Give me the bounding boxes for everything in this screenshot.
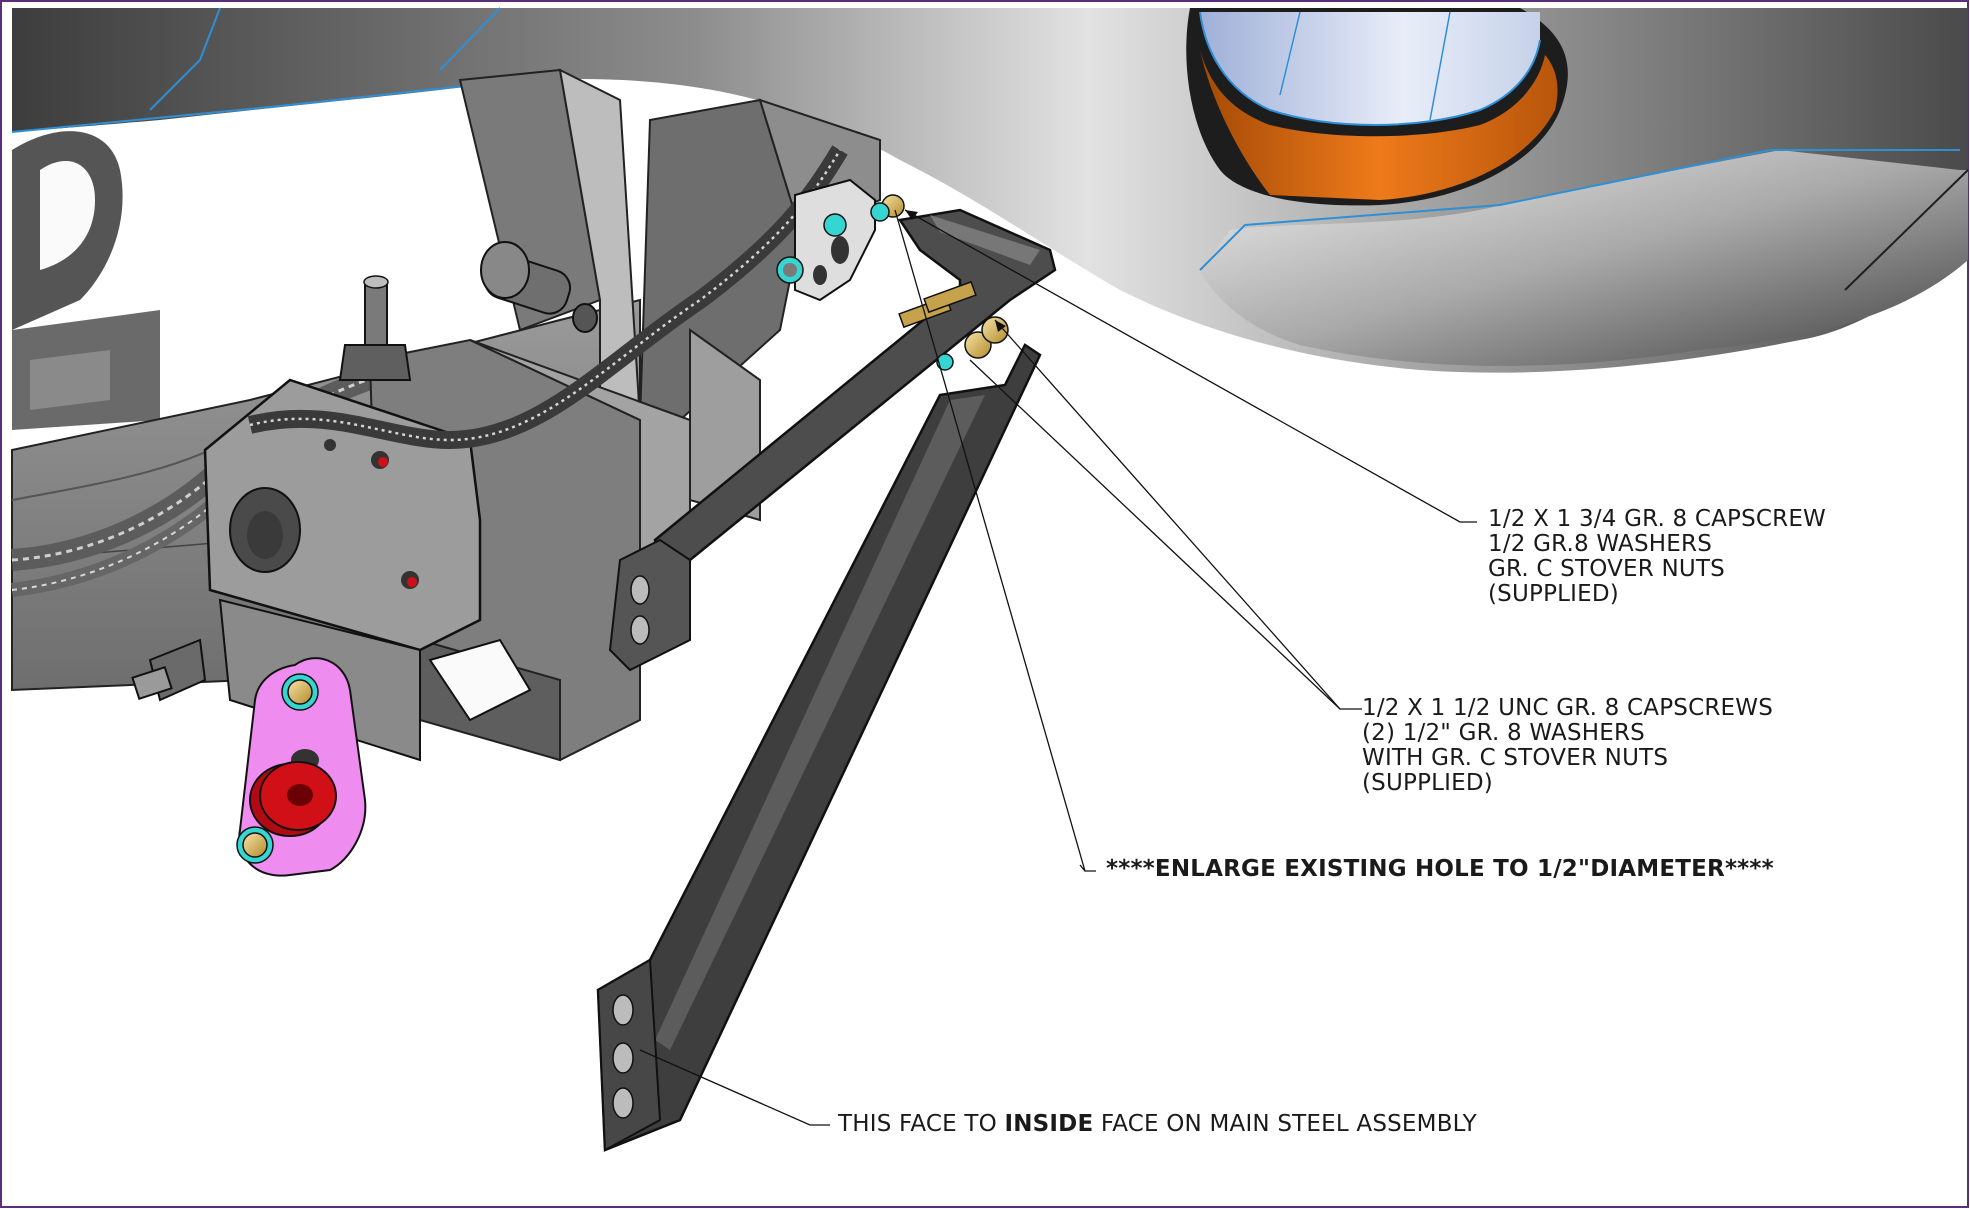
callout-suffix: FACE ON MAIN STEEL ASSEMBLY (1093, 1111, 1477, 1137)
callout-line: 1/2 X 1 1/2 UNC GR. 8 CAPSCREWS (1362, 695, 1774, 721)
callout-enlarge-hole: ****ENLARGE EXISTING HOLE TO 1/2"DIAMETE… (1106, 857, 1774, 882)
upper-bracket (776, 178, 905, 302)
leader-lines (639, 209, 1477, 1126)
callout-emphasis: INSIDE (1004, 1111, 1094, 1137)
arrow-lower (995, 320, 1006, 332)
callout-line: GR. C STOVER NUTS (1488, 556, 1725, 582)
callout-line: (SUPPLIED) (1488, 581, 1619, 607)
callout-line: 1/2 GR.8 WASHERS (1488, 531, 1712, 557)
leader-lower-capscrews-2 (969, 359, 1341, 710)
left-loop-bracket (12, 131, 160, 430)
callout-lower-capscrews: 1/2 X 1 1/2 UNC GR. 8 CAPSCREWS (2) 1/2"… (1362, 696, 1773, 796)
arm-bolts (898, 280, 1009, 371)
leader-inside-face (639, 1049, 830, 1126)
pink-link-plate (236, 657, 367, 877)
callout-line: ****ENLARGE EXISTING HOLE TO 1/2"DIAMETE… (1106, 856, 1774, 882)
coiled-cable (247, 145, 848, 450)
callout-line: WITH GR. C STOVER NUTS (1362, 745, 1669, 771)
studs (131, 241, 598, 702)
callout-inside-face: THIS FACE TO INSIDE FACE ON MAIN STEEL A… (838, 1112, 1477, 1137)
callout-line: (2) 1/2" GR. 8 WASHERS (1362, 720, 1645, 746)
callout-line: 1/2 X 1 3/4 GR. 8 CAPSCREW (1488, 506, 1826, 532)
leader-lower-capscrews-1 (994, 319, 1362, 710)
arrow-upper (905, 210, 918, 220)
callout-upper-capscrew: 1/2 X 1 3/4 GR. 8 CAPSCREW 1/2 GR.8 WASH… (1488, 507, 1826, 607)
leader-upper-capscrew (904, 209, 1477, 523)
fender-body (11, 7, 1969, 373)
flap-strap (596, 343, 1042, 1152)
callout-line: (SUPPLIED) (1362, 770, 1493, 796)
callout-prefix: THIS FACE TO (838, 1111, 1005, 1137)
